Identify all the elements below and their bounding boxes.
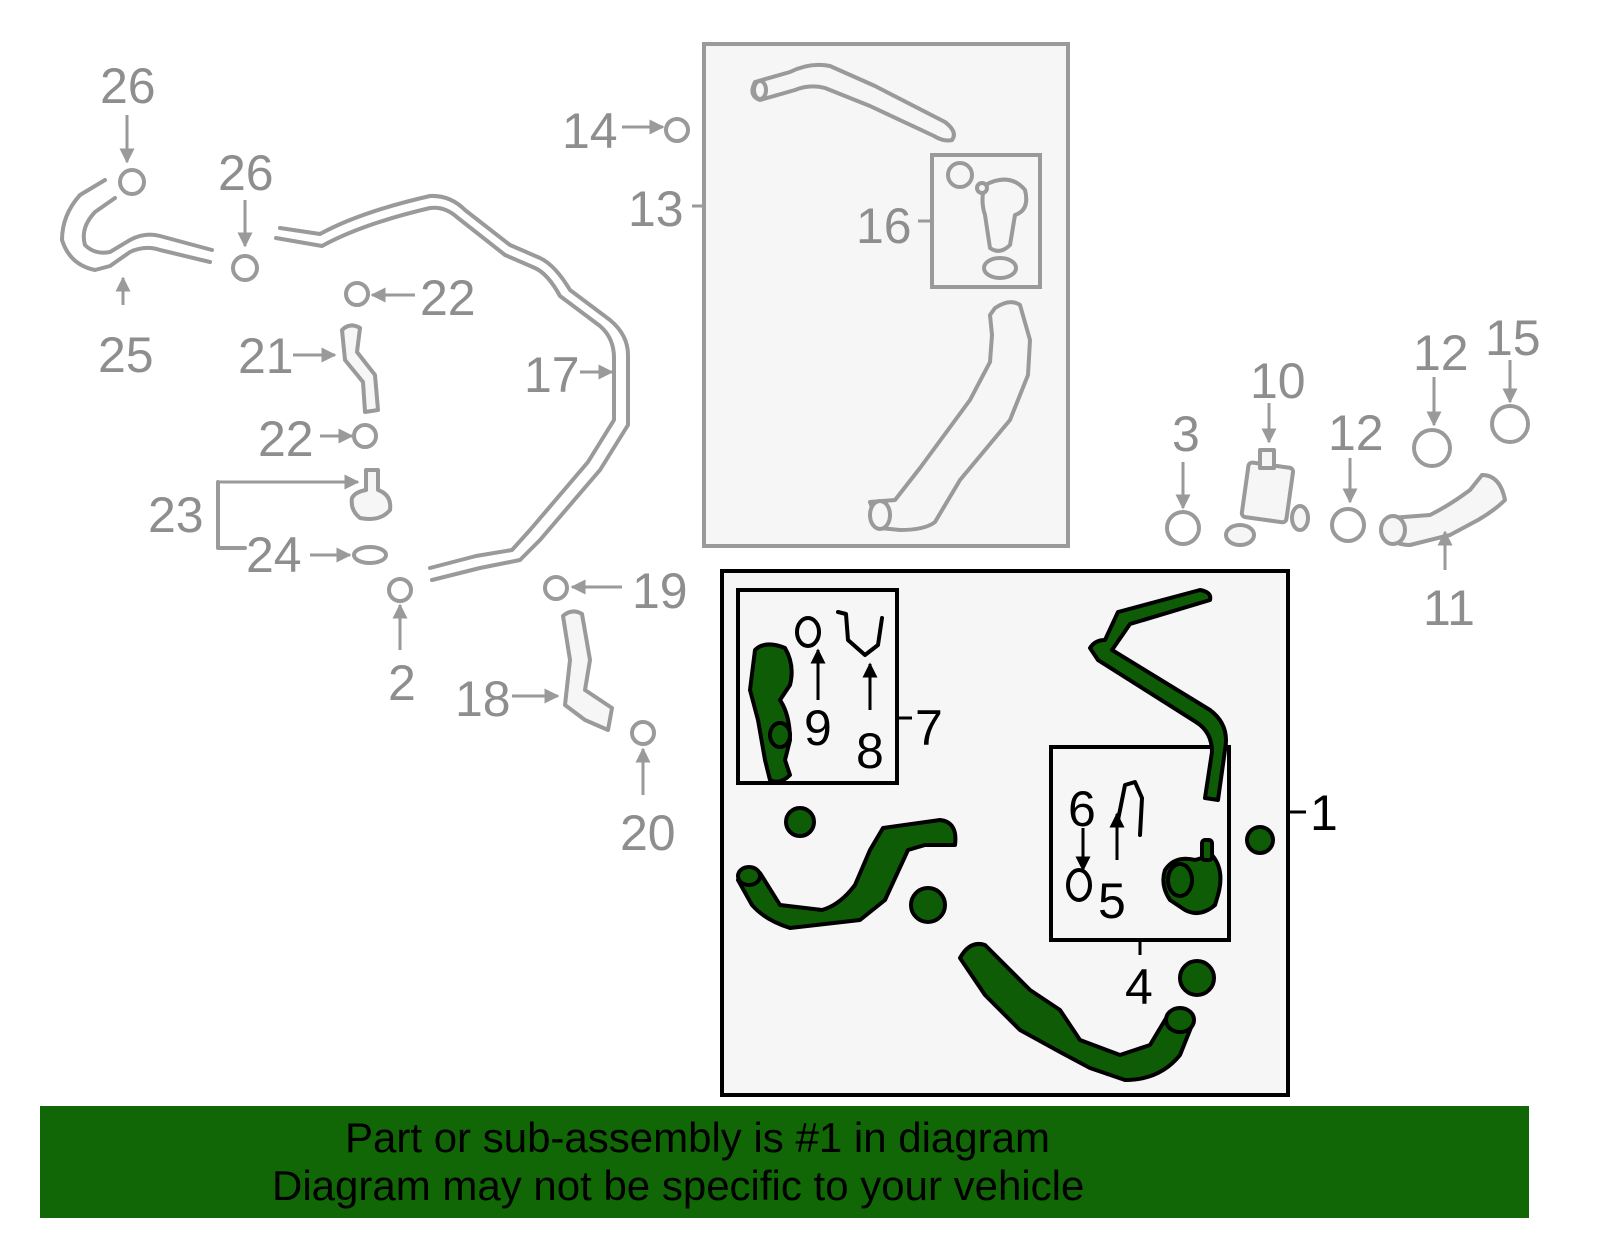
o-ring-9-icon bbox=[795, 616, 821, 648]
callout-2[interactable]: 2 bbox=[388, 655, 416, 711]
callout-23[interactable]: 23 bbox=[148, 487, 204, 543]
clamp-icon bbox=[784, 806, 1275, 997]
water-outlet-7-icon bbox=[748, 642, 794, 784]
callout-15[interactable]: 15 bbox=[1485, 310, 1541, 366]
callout-19[interactable]: 19 bbox=[632, 563, 688, 619]
callout-22a[interactable]: 22 bbox=[420, 270, 476, 326]
callout-25[interactable]: 25 bbox=[98, 327, 154, 383]
callout-3[interactable]: 3 bbox=[1172, 406, 1200, 462]
callout-26a[interactable]: 26 bbox=[100, 58, 156, 114]
callout-18[interactable]: 18 bbox=[455, 671, 511, 727]
notice-banner: Part or sub-assembly is #1 in diagram Di… bbox=[40, 1106, 1529, 1218]
clip-8-icon bbox=[836, 610, 884, 657]
callout-11[interactable]: 11 bbox=[1423, 580, 1475, 636]
callout-6[interactable]: 6 bbox=[1068, 781, 1096, 837]
callout-22b[interactable]: 22 bbox=[258, 411, 314, 467]
valve-10-icon bbox=[1224, 448, 1310, 547]
left-parts-group bbox=[60, 115, 690, 795]
callout-16[interactable]: 16 bbox=[856, 198, 912, 254]
right-parts-group bbox=[1165, 360, 1530, 570]
callout-4[interactable]: 4 bbox=[1125, 959, 1153, 1015]
callout-24[interactable]: 24 bbox=[246, 527, 302, 583]
callout-10[interactable]: 10 bbox=[1250, 353, 1306, 409]
callout-26b[interactable]: 26 bbox=[218, 145, 274, 201]
assembly-13-box bbox=[692, 42, 1070, 548]
callout-8[interactable]: 8 bbox=[856, 723, 884, 779]
thermostat-housing-icon bbox=[946, 161, 1029, 280]
callout-1[interactable]: 1 bbox=[1310, 785, 1338, 841]
callout-13[interactable]: 13 bbox=[628, 181, 684, 237]
callout-5[interactable]: 5 bbox=[1098, 873, 1126, 929]
callout-7[interactable]: 7 bbox=[915, 700, 943, 756]
callout-12a[interactable]: 12 bbox=[1328, 405, 1384, 461]
callout-9[interactable]: 9 bbox=[804, 700, 832, 756]
callout-14[interactable]: 14 bbox=[562, 103, 618, 159]
notice-line-1: Part or sub-assembly is #1 in diagram bbox=[345, 1114, 1050, 1161]
callout-21[interactable]: 21 bbox=[238, 328, 294, 384]
water-pump-5-icon bbox=[1161, 838, 1223, 916]
notice-line-2: Diagram may not be specific to your vehi… bbox=[272, 1162, 1085, 1209]
assembly-1-box[interactable] bbox=[720, 569, 1306, 1097]
callout-17[interactable]: 17 bbox=[524, 347, 580, 403]
hose-upper-icon[interactable] bbox=[1088, 588, 1228, 802]
clip-5-icon bbox=[1116, 780, 1144, 837]
callout-20[interactable]: 20 bbox=[620, 805, 676, 861]
callout-12b[interactable]: 12 bbox=[1413, 325, 1469, 381]
